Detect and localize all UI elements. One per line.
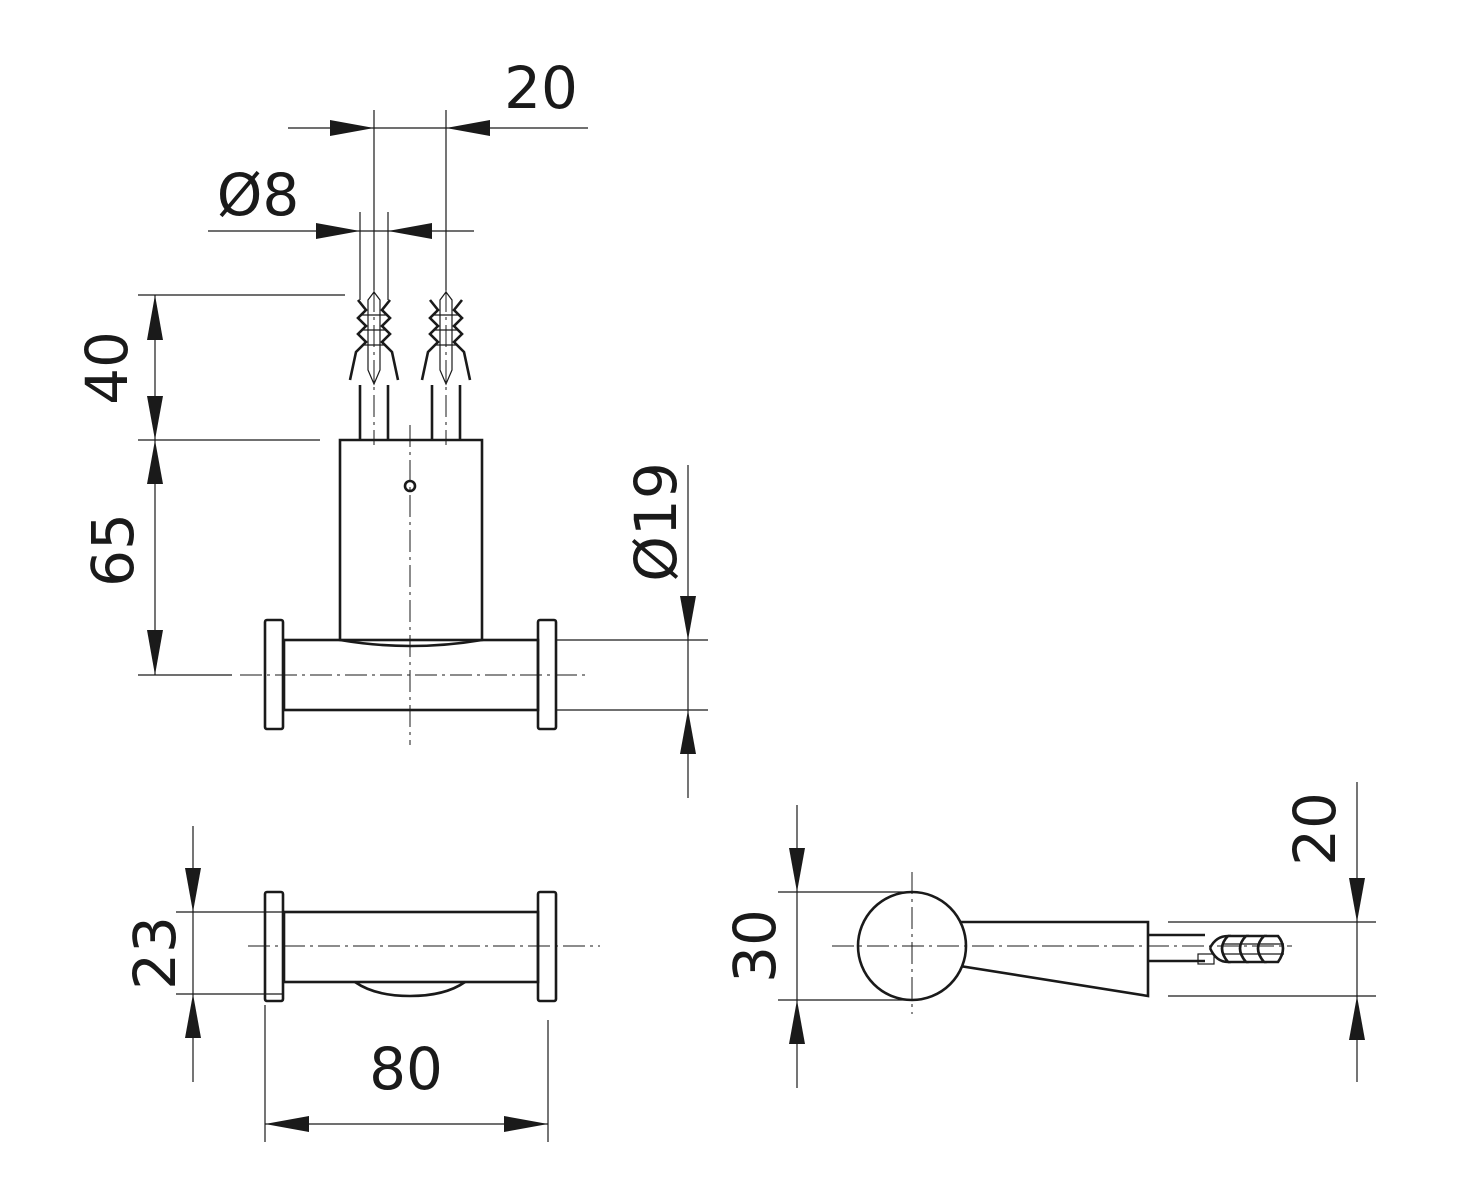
dim-top-spacing: 20 [288,54,588,290]
dim-label-body-height: 65 [79,513,147,587]
left-wall-plug [348,290,400,445]
wall-mount-body [338,438,484,648]
side-view [832,872,1292,1014]
dim-bottom-depth: 23 [121,826,284,1082]
dim-label-top-spacing: 20 [504,54,578,122]
dim-bottom-width: 80 [264,1005,549,1142]
right-wall-plug [420,290,472,445]
dim-label-side-offset: 20 [1281,792,1349,866]
front-view [240,290,590,745]
dim-vertical-chain: 40 65 [73,294,345,676]
dim-label-bottom-width: 80 [369,1035,443,1103]
dim-side-height: 30 [721,805,912,1088]
dim-label-bar-diameter: Ø19 [622,462,690,581]
dim-label-bottom-depth: 23 [121,916,189,990]
bottom-bar [282,910,540,984]
dim-dowel-diameter: Ø8 [208,161,474,300]
bottom-view [248,890,600,1003]
dim-label-side-height: 30 [721,909,789,983]
side-wall-plug [1148,933,1285,965]
dim-bar-diameter: Ø19 [556,462,708,798]
dim-label-plug-length: 40 [73,331,141,405]
dim-label-dowel-diameter: Ø8 [217,161,300,229]
side-mount-body [958,920,1150,998]
dim-side-offset: 20 [1168,782,1376,1082]
bottom-mount-outline [354,980,466,998]
